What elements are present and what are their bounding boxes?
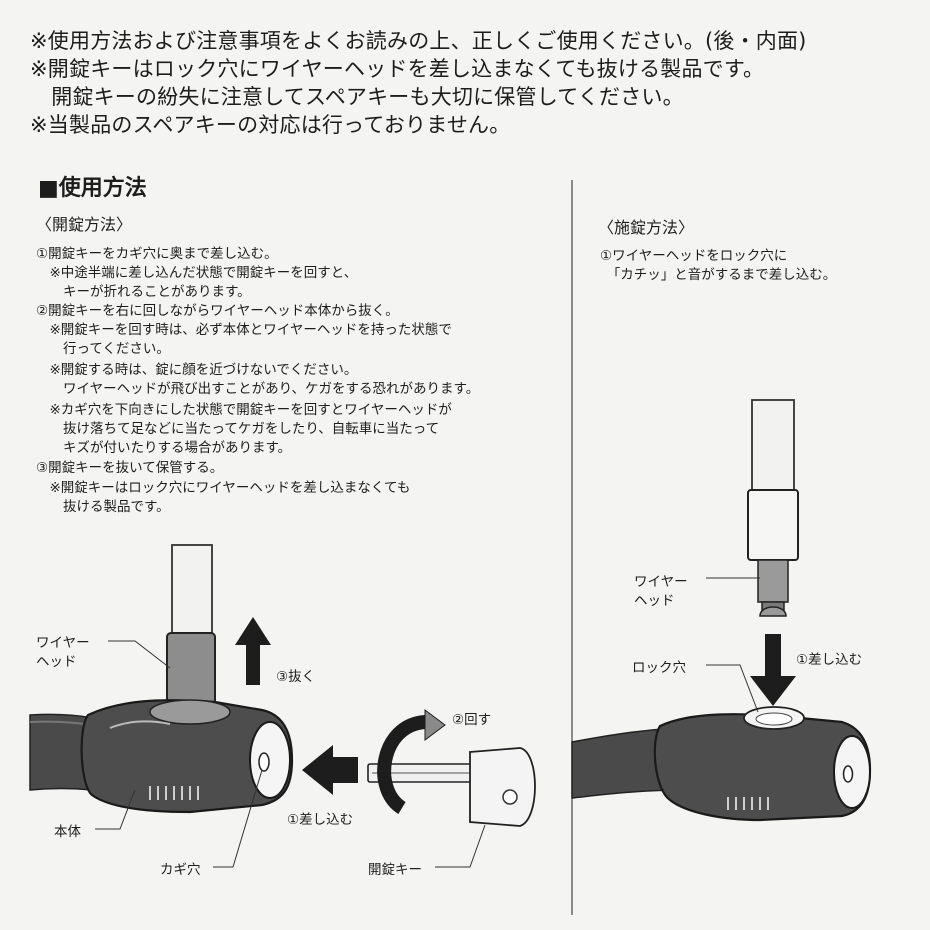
- lock-line: ①ワイヤーヘッドをロック穴に: [600, 248, 788, 264]
- notice-3: 開錠キーの紛失に注意してスペアキーも大切に保管してください。: [30, 85, 684, 109]
- rotation-arrow: [377, 715, 427, 814]
- unlock-wire-vertical: [171, 544, 213, 636]
- lock-line: 「カチッ」と音がするまで差し込む。: [600, 267, 837, 283]
- pull-step-label: ③抜く: [276, 669, 316, 685]
- lock-wire-head-label: ワイヤー: [634, 574, 688, 590]
- insert-step-label: ①差し込む: [287, 812, 354, 828]
- unlock-line: キーが折れることがあります。: [36, 284, 251, 300]
- key-label: 開錠キー: [368, 862, 422, 878]
- unlock-line: ②開錠キーを右に回しながらワイヤーヘッド本体から抜く。: [36, 303, 399, 319]
- unlock-line: ※開錠する時は、錠に顔を近づけないでください。: [36, 362, 358, 378]
- unlock-wire-head-label: ワイヤー: [36, 635, 90, 651]
- pull-arrow: [235, 617, 271, 685]
- unlock-line: 行ってください。: [36, 341, 170, 357]
- lock-hole-label: ロック穴: [632, 660, 686, 676]
- unlock-line: キズが付いたりする場合があります。: [36, 440, 292, 456]
- unlock-line: ③開錠キーを抜いて保管する。: [36, 460, 224, 476]
- lock-diagram: [571, 399, 872, 822]
- section-title: ■使用方法: [38, 176, 147, 201]
- unlock-line: ※開錠キーはロック穴にワイヤーヘッドを差し込まなくても: [36, 480, 411, 496]
- turn-step-label: ②回す: [452, 712, 492, 728]
- unlock-lock-face: [249, 721, 291, 799]
- unlock-wire-head: [166, 632, 216, 709]
- unlock-line: 抜ける製品です。: [36, 499, 170, 515]
- unlock-title: 〈開錠方法〉: [36, 215, 133, 234]
- notice-1: ※使用方法および注意事項をよくお読みの上、正しくご使用ください。(後・内面): [30, 29, 807, 53]
- unlock-line: ①開錠キーをカギ穴に奥まで差し込む。: [36, 246, 278, 262]
- lock-title: 〈施錠方法〉: [598, 218, 695, 237]
- unlock-line: 抜け落ちて足などに当たってケガをしたり、自転車に当たって: [36, 421, 440, 437]
- unlock-line: ワイヤーヘッドが飛び出すことがあり、ケガをする恐れがあります。: [36, 381, 480, 397]
- lock-insert-arrow: [750, 676, 796, 706]
- unlock-line: ※中途半端に差し込んだ状態で開錠キーを回すと、: [36, 265, 358, 281]
- notice-4: ※当製品のスペアキーの対応は行っておりません。: [30, 113, 511, 137]
- body-label: 本体: [54, 824, 81, 840]
- lock-wire-head: [747, 489, 799, 561]
- unlock-diagram: [29, 544, 536, 868]
- unlock-wire-head-label: ヘッド: [36, 654, 77, 670]
- insert-arrow: [302, 745, 358, 795]
- notice-2: ※開錠キーはロック穴にワイヤーヘッドを差し込まなくても抜ける製品です。: [30, 57, 765, 81]
- lock-wire-vertical: [751, 399, 795, 496]
- unlock-line: ※カギ穴を下向きにした状態で開錠キーを回すとワイヤーヘッドが: [36, 402, 452, 418]
- unlock-line: ※開錠キーを回す時は、必ず本体とワイヤーヘッドを持った状態で: [36, 322, 452, 338]
- lock-wire-head-label: ヘッド: [634, 593, 675, 609]
- keyhole-label: カギ穴: [160, 862, 201, 878]
- unlock-key: [367, 747, 536, 827]
- lock-insert-step-label: ①差し込む: [796, 652, 863, 668]
